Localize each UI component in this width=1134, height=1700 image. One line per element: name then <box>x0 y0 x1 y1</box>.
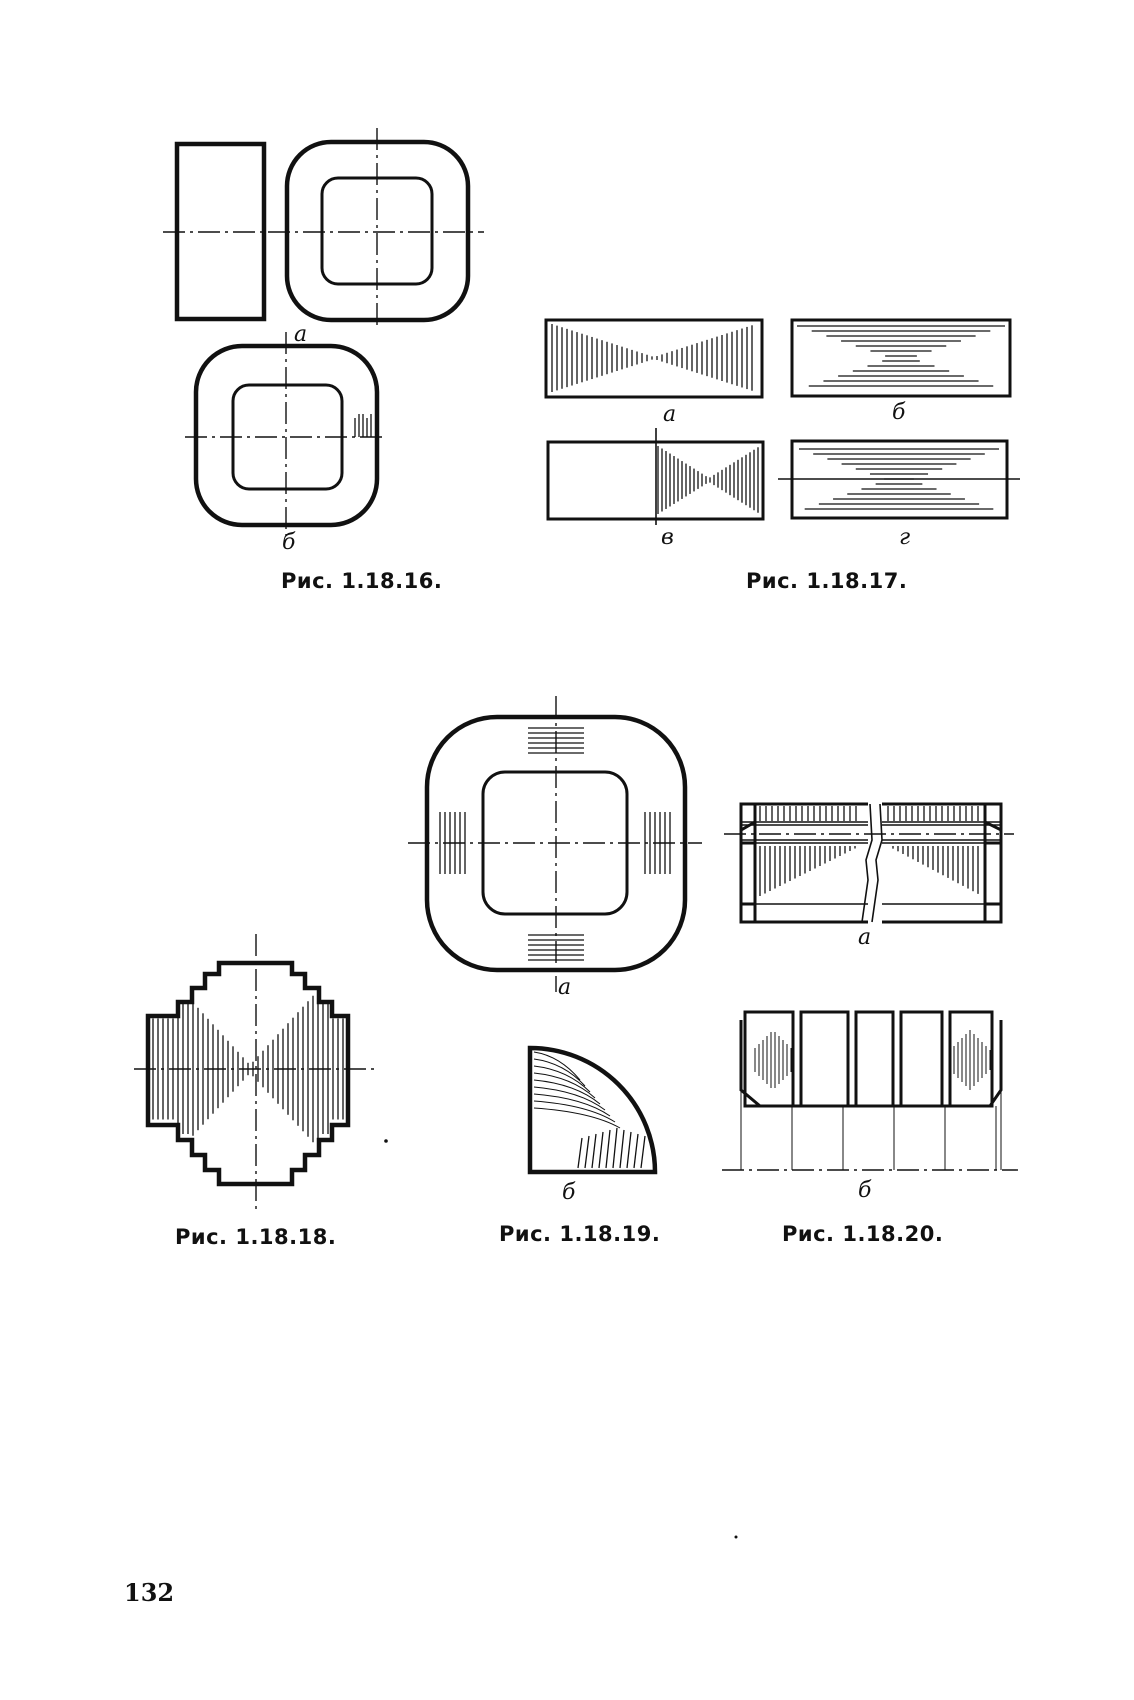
hatch-arc <box>533 1086 606 1111</box>
hatch-line <box>640 1135 646 1169</box>
page-number: 132 <box>124 1578 175 1607</box>
lamination-block-upper <box>899 1010 944 1108</box>
fig19b-quarter-section <box>527 1045 658 1175</box>
hatch-line <box>626 1131 632 1169</box>
fig20b-laminations <box>739 1010 1003 1170</box>
hatch-line <box>584 1135 590 1169</box>
fig20-label-a: а <box>858 925 872 950</box>
hatch-line <box>619 1129 625 1169</box>
hatch-arc <box>533 1093 611 1117</box>
fig17a-rect <box>544 318 764 399</box>
fig17-label-g: г <box>899 525 911 550</box>
hatch-arc <box>533 1100 616 1123</box>
fig17g-hatching <box>799 448 999 510</box>
fig20a-hatching <box>759 806 979 896</box>
fig17b-hatching <box>797 325 1005 387</box>
fig18-stepped-core <box>145 960 351 1187</box>
fig17-label-v: в <box>661 525 674 550</box>
fig19-label-a: а <box>558 975 572 1000</box>
fig18-hatching <box>152 990 344 1148</box>
fig17v-hatching <box>657 446 759 514</box>
fig17b-rect <box>790 318 1012 398</box>
lamination-block-upper <box>799 1010 850 1108</box>
hatch-arc <box>533 1079 601 1105</box>
fig19a-hatching <box>439 727 671 961</box>
fig17a-hatching <box>551 324 753 392</box>
hatch-arc <box>533 1058 586 1087</box>
hatch-arc <box>533 1051 581 1081</box>
fig16-label-b: б <box>282 530 296 555</box>
hatch-line <box>577 1137 583 1169</box>
hatch-line <box>605 1129 611 1169</box>
hatch-line <box>633 1133 639 1169</box>
fig16b-section-mark <box>354 414 372 437</box>
fig20-label-b: б <box>858 1178 872 1203</box>
fig20a-break <box>861 798 883 928</box>
fig-caption: Рис. 1.18.17. <box>746 569 908 593</box>
lamination-block-upper <box>743 1010 795 1108</box>
fig17-label-b: б <box>892 400 906 425</box>
fig19b-hatching <box>533 1051 646 1169</box>
fig-caption: Рис. 1.18.16. <box>281 569 443 593</box>
fig-caption: Рис. 1.18.18. <box>175 1225 337 1249</box>
lamination-outline <box>739 1020 1003 1108</box>
hatch-line <box>612 1127 618 1169</box>
fig16-label-a: а <box>294 322 308 347</box>
hatch-arc <box>533 1065 591 1093</box>
hatch-line <box>598 1131 604 1169</box>
hatch-arc <box>533 1107 621 1129</box>
fig19-label-b: б <box>562 1180 576 1205</box>
fig17-label-a: а <box>663 402 677 427</box>
hatch-line <box>591 1133 597 1169</box>
speck <box>734 1535 738 1539</box>
fig-caption: Рис. 1.18.19. <box>499 1222 661 1246</box>
fig-caption: Рис. 1.18.20. <box>782 1222 944 1246</box>
hatch-arc <box>533 1072 596 1099</box>
speck <box>384 1139 388 1143</box>
lamination-block-upper <box>854 1010 895 1108</box>
